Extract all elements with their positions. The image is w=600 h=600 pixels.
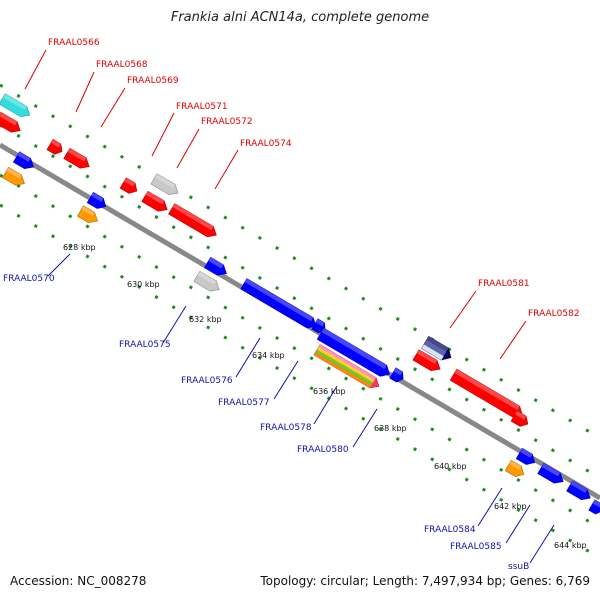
accession-text: Accession: NC_008278 [10, 574, 147, 588]
gene-reverse[interactable] [537, 462, 566, 487]
gene-gray[interactable] [193, 270, 222, 295]
label-leader-line [235, 337, 261, 378]
kbp-tick-label: 632 kbp [189, 315, 222, 324]
gene-label[interactable]: FRAAL0578 [260, 423, 312, 433]
gene-label[interactable]: FRAAL0582 [528, 309, 580, 319]
gene-reverse[interactable] [515, 447, 538, 467]
gene-gray-0571[interactable] [150, 173, 181, 199]
kbp-tick-label: 644 kbp [554, 541, 587, 550]
kbp-tick-label: 628 kbp [63, 243, 96, 252]
gene-label[interactable]: FRAAL0574 [240, 139, 292, 149]
gene-reverse-0578[interactable] [316, 327, 393, 380]
gene-forward[interactable] [412, 349, 443, 375]
label-leader-line [214, 149, 239, 190]
gene-orange[interactable] [76, 205, 100, 226]
gene-forward-0569[interactable] [63, 147, 92, 172]
gene-label[interactable]: FRAAL0575 [119, 340, 171, 350]
gene-label[interactable]: ssuB [508, 562, 529, 572]
gene-reverse[interactable] [12, 151, 36, 172]
gene-forward-0574[interactable] [168, 203, 220, 241]
kbp-tick-label: 634 kbp [252, 351, 285, 360]
label-leader-line [499, 320, 527, 360]
dotted-guide-line [0, 173, 600, 530]
gene-forward[interactable] [510, 410, 531, 429]
label-leader-line [529, 524, 555, 564]
label-leader-line [24, 49, 47, 90]
label-leader-line [162, 305, 187, 344]
gene-multicolor-0577[interactable] [313, 344, 382, 392]
gene-forward[interactable] [119, 177, 140, 196]
label-leader-line [352, 408, 378, 448]
gene-label[interactable]: FRAAL0568 [96, 60, 148, 70]
gene-reverse[interactable] [204, 256, 229, 279]
label-leader-line [477, 487, 503, 527]
kbp-tick-label: 630 kbp [127, 280, 160, 289]
gene-orange[interactable] [504, 459, 527, 479]
dotted-guide-line [0, 123, 600, 480]
gene-label[interactable]: FRAAL0576 [181, 376, 233, 386]
gene-reverse[interactable] [588, 499, 600, 516]
gene-cyan[interactable] [0, 93, 33, 121]
dotted-guides [0, 83, 600, 560]
label-leader-line [47, 253, 71, 277]
label-leader-line [449, 290, 477, 329]
gene-reverse[interactable] [566, 480, 594, 504]
gene-forward-0572[interactable] [141, 190, 170, 215]
gene-forward-0568[interactable] [46, 138, 65, 156]
gene-reverse-0576[interactable] [240, 278, 319, 332]
dotted-guide-line [0, 203, 600, 560]
gene-forward-0582[interactable] [449, 368, 526, 421]
kbp-tick-label: 636 kbp [313, 387, 346, 396]
genome-summary-text: Topology: circular; Length: 7,497,934 bp… [260, 574, 590, 588]
dotted-guide-line [0, 83, 600, 440]
gene-label[interactable]: FRAAL0569 [127, 76, 179, 86]
kbp-tick-label: 638 kbp [374, 424, 407, 433]
label-leader-line [151, 112, 175, 157]
gene-label[interactable]: FRAAL0585 [450, 542, 502, 552]
label-leader-line [75, 71, 95, 113]
label-leader-line [100, 87, 126, 128]
kbp-tick-label: 640 kbp [434, 462, 467, 471]
gene-navy-0581[interactable] [421, 335, 455, 363]
label-leader-line [273, 360, 299, 400]
label-leader-line [313, 385, 338, 425]
map-title: Frankia alni ACN14a, complete genome [170, 10, 430, 25]
gene-forward-0566[interactable] [0, 111, 23, 136]
gene-label[interactable]: FRAAL0566 [48, 38, 100, 48]
kbp-tick-label: 642 kbp [494, 502, 527, 511]
gene-reverse[interactable] [86, 191, 109, 211]
gene-reverse[interactable] [389, 367, 406, 384]
label-leader-line [505, 504, 531, 544]
gene-orange[interactable] [2, 166, 27, 189]
gene-label[interactable]: FRAAL0577 [218, 398, 270, 408]
label-leader-line [176, 128, 200, 169]
gene-label[interactable]: FRAAL0581 [478, 279, 530, 289]
gene-label[interactable]: FRAAL0584 [424, 525, 476, 535]
gene-label[interactable]: FRAAL0580 [297, 445, 349, 455]
gene-label[interactable]: FRAAL0571 [176, 102, 228, 112]
gene-label[interactable]: FRAAL0572 [201, 117, 253, 127]
gene-label[interactable]: FRAAL0570 [3, 274, 55, 284]
